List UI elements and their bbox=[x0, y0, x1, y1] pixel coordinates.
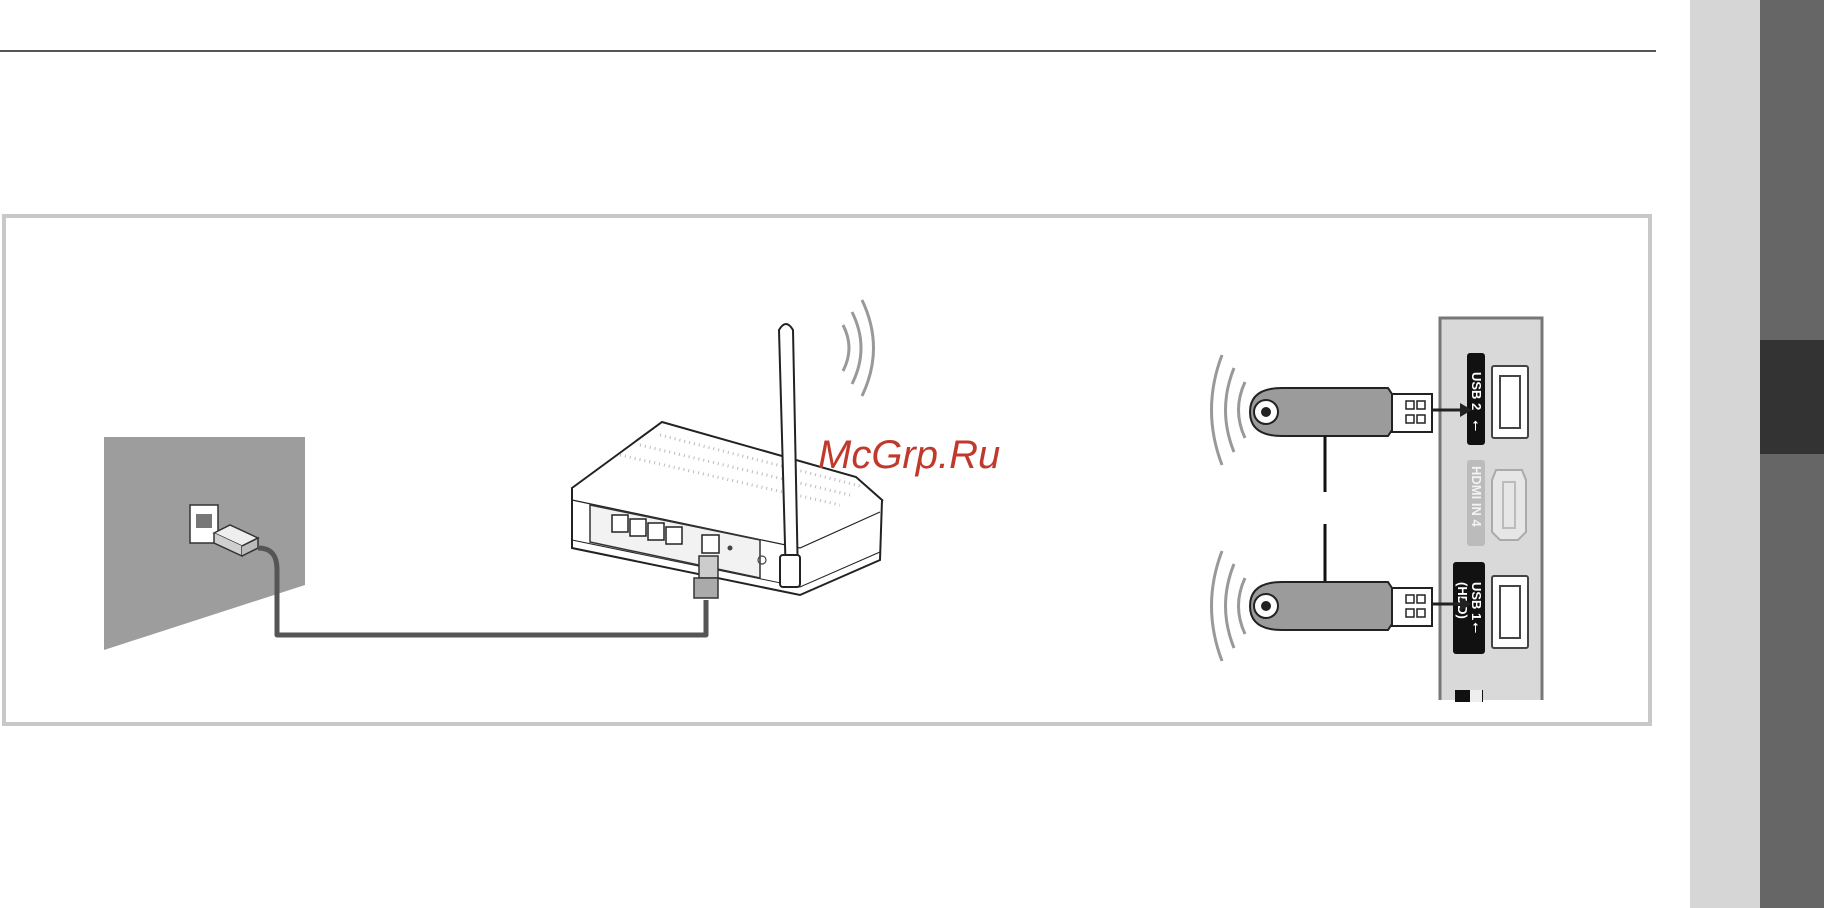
usb-drive-top-body bbox=[1248, 387, 1393, 437]
hdmi4-port-label: HDMI IN 4 bbox=[1469, 466, 1484, 527]
router-lan-plug-icon bbox=[693, 555, 719, 599]
connection-diagram: McGrp.Ru USB 2 ⭠ HDMI IN 4 USB 1 (HDD) ⭠ bbox=[104, 299, 1544, 702]
top-rule bbox=[0, 50, 1656, 52]
usb2-label-badge bbox=[1467, 353, 1485, 445]
hdmi4-port-group: HDMI IN 4 bbox=[1467, 460, 1527, 546]
usb-drive-bottom-connector bbox=[1391, 587, 1433, 627]
usb-drive-top-signal-icon bbox=[1210, 354, 1247, 466]
router-power-jack bbox=[757, 555, 767, 565]
usb1-port-group: USB 1 (HDD) ⭠ bbox=[1453, 562, 1529, 654]
usb-drive-bottom-body bbox=[1248, 581, 1393, 631]
usb-drive-bottom-signal-icon bbox=[1210, 550, 1247, 662]
usb-drive-bottom bbox=[1210, 550, 1472, 662]
router-lan-ports bbox=[611, 514, 720, 554]
wifi-signal-icon bbox=[841, 299, 875, 397]
tv-side-panel: USB 2 ⭠ HDMI IN 4 USB 1 (HDD) ⭠ bbox=[1438, 316, 1544, 702]
wall-lan-plug-icon bbox=[212, 524, 260, 558]
router-group bbox=[570, 299, 884, 599]
side-margin-dark bbox=[1760, 0, 1824, 908]
usb-drive-top-connector bbox=[1391, 393, 1433, 433]
lan-cable bbox=[257, 545, 709, 638]
hdmi4-label-badge bbox=[1467, 460, 1485, 546]
illustration-frame bbox=[2, 214, 1652, 726]
usb2-port-group: USB 2 ⭠ bbox=[1467, 353, 1529, 445]
usb2-symbol-icon: ⭠ bbox=[1469, 420, 1485, 431]
usb2-port-label: USB 2 bbox=[1469, 372, 1484, 410]
watermark: McGrp.Ru bbox=[818, 433, 1000, 477]
side-margin-light bbox=[1690, 0, 1760, 908]
chapter-tab bbox=[1760, 340, 1824, 454]
usb1-port-label: USB 1 bbox=[1469, 582, 1484, 620]
hdmi4-port[interactable] bbox=[1491, 469, 1527, 541]
usb-drive-top bbox=[1210, 354, 1472, 466]
router-antenna bbox=[777, 323, 800, 581]
usb1-label-badge bbox=[1453, 562, 1485, 654]
usb1-symbol-icon: ⭠ bbox=[1469, 622, 1485, 633]
router-led bbox=[727, 545, 733, 551]
wall-socket-group bbox=[104, 437, 305, 650]
